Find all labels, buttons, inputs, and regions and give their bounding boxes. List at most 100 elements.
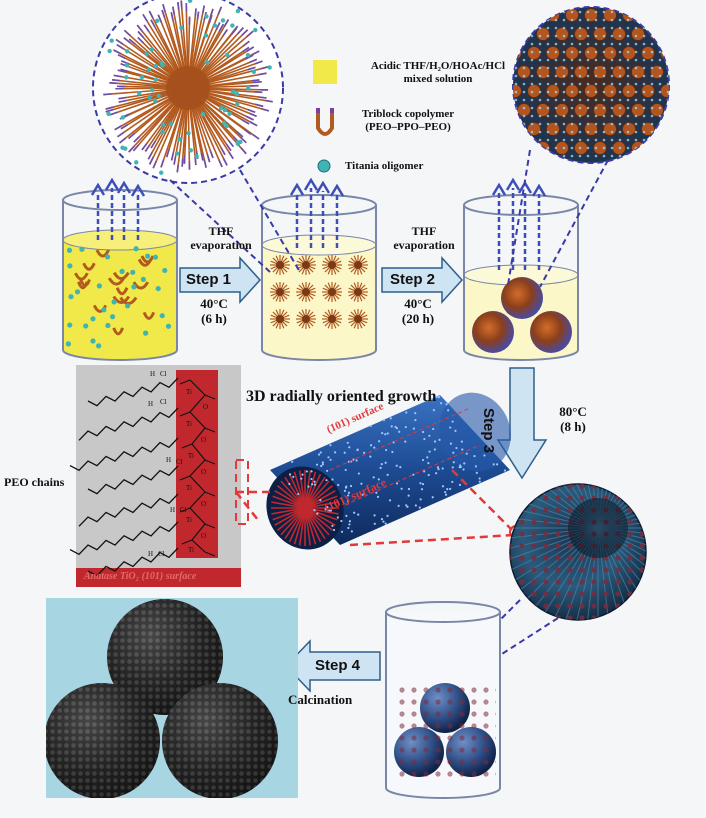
micelle-center [354,261,362,269]
atom-label: Ti [186,388,192,396]
micelle-center [302,288,310,296]
rod-surface-dot [340,520,342,522]
rod-surface-dot [437,466,439,468]
atom-label: H [170,506,175,514]
oligomer-dot [97,283,102,288]
rod-surface-dot [463,462,465,464]
rod-surface-dot [461,448,463,450]
micelle-ray-end [112,80,120,81]
rod-surface-dot [419,507,421,509]
rod-surface-dot [452,420,454,422]
oligomer-dot [246,53,250,57]
atom-label: H [166,456,171,464]
rod-surface-dot [345,487,347,489]
rod-surface-dot [459,484,461,486]
oligomer-dot [83,323,88,328]
rod-surface-dot [391,451,393,453]
oligomer-dot [140,75,144,79]
oligomer-dot [219,106,223,110]
rod-surface-dot [426,456,428,458]
rod-surface-dot [420,498,422,500]
oligomer-dot [252,70,256,74]
step-1-label: Step 1 [186,271,231,288]
rod-surface-dot [380,467,382,469]
oligomer-dot [156,286,161,291]
rod-surface-dot [447,409,449,411]
oligomer-legend-icon [318,160,330,172]
rod-surface-dot [374,523,376,525]
rod-surface-dot [344,452,346,454]
rod-surface-dot [337,516,339,518]
rod-surface-dot [427,462,429,464]
oligomer-dot [105,254,110,259]
oligomer-dot [189,148,193,152]
rod-surface-dot [396,465,398,467]
rod-surface-dot [422,483,424,485]
rod-surface-dot [398,505,400,507]
micelle-center [354,315,362,323]
rod-surface-dot [357,513,359,515]
oligomer-dot [221,18,225,22]
cluster-micelle [642,9,655,22]
rod-surface-dot [345,469,347,471]
micelle-center [354,288,362,296]
oligomer-dot [222,121,226,125]
oligomer-dot [109,38,113,42]
rod-surface-dot [442,485,444,487]
rod-surface-dot [385,523,387,525]
beaker-3-sphere-right [530,311,572,353]
rod-surface-dot [301,474,303,476]
micelle-ray-end [182,159,183,167]
oligomer-dot [223,108,227,112]
rod-surface-dot [349,520,351,522]
oligomer-dot [204,14,208,18]
rod-surface-dot [327,456,329,458]
rod-surface-dot [445,494,447,496]
oligomer-dot [230,23,234,27]
rod-surface-dot [347,442,349,444]
rod-surface-dot [387,432,389,434]
rod-surface-dot [316,512,318,514]
rod-surface-dot [337,484,339,486]
oligomer-dot [66,341,71,346]
oligomer-dot [130,270,135,275]
rod-surface-dot [479,477,481,479]
oligomer-dot [75,289,80,294]
rod-surface-dot [288,483,290,485]
rod-surface-dot [341,531,343,533]
rod-surface-dot [329,459,331,461]
micelle-center [328,261,336,269]
rod-surface-dot [358,472,360,474]
oligomer-dot [267,65,271,69]
rod-surface-dot [381,432,383,434]
step-1-conditions: 40°C (6 h) [184,296,244,326]
rod-surface-dot [404,441,406,443]
oligomer-dot [150,88,154,92]
rod-surface-dot [345,515,347,517]
rod-surface-dot [378,440,380,442]
rod-surface-dot [504,469,506,471]
rod-surface-dot [479,481,481,483]
step-4-process: Calcination [288,692,352,708]
rod-surface-dot [422,431,424,433]
cluster-micelle [509,123,522,136]
rod-surface-dot [390,417,392,419]
rod-surface-dot [460,466,462,468]
oligomer-dot [153,99,157,103]
beaker-1 [63,190,177,360]
oligomer-dot [160,313,165,318]
oligomer-dot [106,112,110,116]
micelle-ray-end [195,8,196,16]
rod-surface-dot [356,459,358,461]
rod-surface-dot [432,428,434,430]
oligomer-dot [157,94,161,98]
oligomer-dot [236,140,240,144]
oligomer-dot [134,160,138,164]
step-4-label: Step 4 [315,657,360,674]
atom-label: Ti [186,516,192,524]
rod-surface-dot [314,481,316,483]
micelle-ray-end [181,0,182,8]
rod-surface-dot [440,402,442,404]
oligomer-dot [204,33,208,37]
rod-surface-dot [347,527,349,529]
